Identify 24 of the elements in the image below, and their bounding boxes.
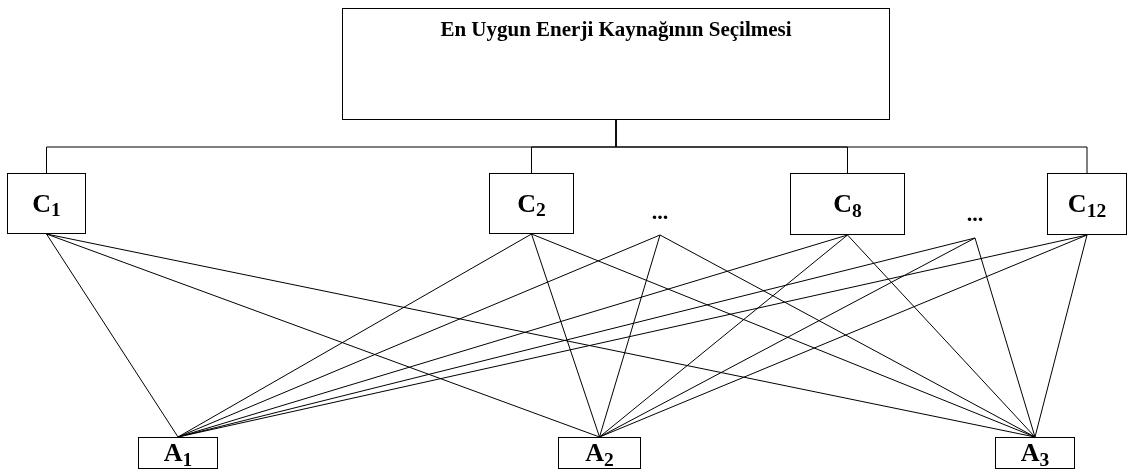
connector-line <box>599 234 848 438</box>
goal-box: En Uygun Enerji Kaynağının Seçilmesi <box>342 8 890 120</box>
ellipsis-text: ... <box>955 190 995 238</box>
criterion-box: C$_{8}$ <box>790 173 905 235</box>
connector-line <box>659 234 1036 438</box>
criterion-box: A$_{1}$ <box>138 437 218 469</box>
connector-line <box>177 234 661 438</box>
criterion-box: A$_{2}$ <box>558 437 641 469</box>
connector-line <box>531 233 600 438</box>
criterion-box: C$_{12}$ <box>1047 173 1127 235</box>
connector-line <box>599 234 1088 438</box>
connector-line <box>974 237 1036 438</box>
connector-line <box>46 233 179 438</box>
connector-line <box>46 233 600 438</box>
connector-line <box>1034 234 1088 438</box>
ellipsis-text: ... <box>640 188 680 235</box>
criterion-box: C$_{1}$ <box>7 173 86 234</box>
connector-line <box>615 119 1088 174</box>
criterion-box: C$_{2}$ <box>489 173 574 234</box>
connector-line <box>599 234 661 438</box>
criterion-box: A$_{3}$ <box>995 437 1075 469</box>
connector-line <box>177 233 532 438</box>
connector-line <box>847 234 1036 438</box>
connector-line <box>531 233 1036 438</box>
